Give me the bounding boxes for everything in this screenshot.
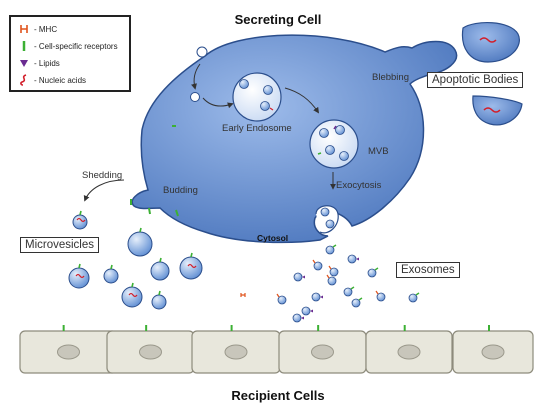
apoptotic-body-bottom bbox=[472, 95, 523, 126]
exocytosis-label: Exocytosis bbox=[336, 180, 382, 191]
recipient-cell bbox=[191, 325, 281, 374]
recipient-cell bbox=[452, 325, 534, 374]
legend-item-nucleic-acids: - Nucleic acids bbox=[18, 73, 86, 87]
exosome bbox=[312, 259, 323, 271]
exosomes-label: Exosomes bbox=[396, 262, 460, 278]
secreting-cell-title: Secreting Cell bbox=[235, 12, 322, 27]
free-mhc-icon bbox=[240, 293, 246, 297]
shedding-arrow bbox=[83, 179, 125, 202]
recipient-cell bbox=[278, 325, 367, 374]
legend-item-lipids: - Lipids bbox=[18, 56, 60, 70]
exosome bbox=[293, 272, 305, 282]
budding-label: Budding bbox=[163, 185, 198, 196]
legend-label-nucleic-acids: - Nucleic acids bbox=[34, 75, 87, 85]
apoptotic-bodies-label: Apoptotic Bodies bbox=[427, 72, 524, 88]
exocytosis-pocket bbox=[315, 205, 339, 234]
early-endosome-label: Early Endosome bbox=[222, 123, 292, 134]
exosome bbox=[343, 286, 355, 297]
exosome bbox=[276, 293, 287, 305]
legend: - MHC - Cell-specific receptors - Lipids… bbox=[9, 15, 131, 92]
microvesicle bbox=[121, 282, 143, 308]
blebbing-label: Blebbing bbox=[372, 72, 409, 83]
recipient-cell bbox=[365, 325, 453, 374]
legend-label-lipids: - Lipids bbox=[34, 58, 60, 68]
exosome bbox=[351, 297, 363, 308]
early-endosome bbox=[232, 72, 282, 122]
microvesicles bbox=[68, 210, 203, 310]
shedding-label: Shedding bbox=[82, 170, 122, 181]
mhc-icon bbox=[20, 25, 28, 33]
apoptotic-body-top bbox=[461, 22, 520, 63]
recipient-cells-title: Recipient Cells bbox=[231, 388, 324, 403]
microvesicle bbox=[103, 264, 119, 284]
exosome bbox=[301, 306, 313, 316]
receptor-icon bbox=[22, 41, 26, 51]
exosome bbox=[311, 292, 323, 302]
exosome bbox=[408, 292, 420, 303]
exosome bbox=[347, 254, 359, 264]
secreting-cell bbox=[131, 34, 458, 244]
nucleic-acid-icon bbox=[20, 74, 27, 86]
microvesicles-label: Microvesicles bbox=[20, 237, 100, 253]
cell-surface-receptors bbox=[130, 125, 179, 217]
exosome bbox=[292, 313, 304, 323]
exosome bbox=[325, 244, 337, 255]
legend-item-receptors: - Cell-specific receptors bbox=[18, 39, 118, 53]
microvesicle bbox=[150, 257, 170, 281]
legend-label-mhc: - MHC bbox=[34, 24, 58, 34]
exosome bbox=[375, 290, 386, 302]
recipient-cell bbox=[106, 325, 195, 374]
recipient-cells bbox=[19, 325, 534, 374]
recipient-cell bbox=[19, 325, 118, 374]
exosome bbox=[326, 274, 337, 286]
mvb-label: MVB bbox=[368, 146, 389, 157]
legend-label-receptors: - Cell-specific receptors bbox=[34, 41, 118, 51]
microvesicle bbox=[127, 227, 153, 257]
legend-item-mhc: - MHC bbox=[18, 22, 57, 36]
endocytic-pit bbox=[190, 46, 234, 109]
microvesicle bbox=[179, 252, 203, 280]
exosomes bbox=[276, 244, 420, 323]
microvesicle bbox=[72, 210, 88, 230]
cytosol-label: Cytosol bbox=[257, 233, 288, 243]
microvesicle bbox=[68, 263, 90, 289]
multivesicular-body bbox=[309, 119, 359, 169]
microvesicle bbox=[151, 290, 167, 310]
exosome bbox=[328, 265, 339, 277]
lipid-icon bbox=[20, 60, 28, 67]
exosome bbox=[367, 267, 379, 278]
